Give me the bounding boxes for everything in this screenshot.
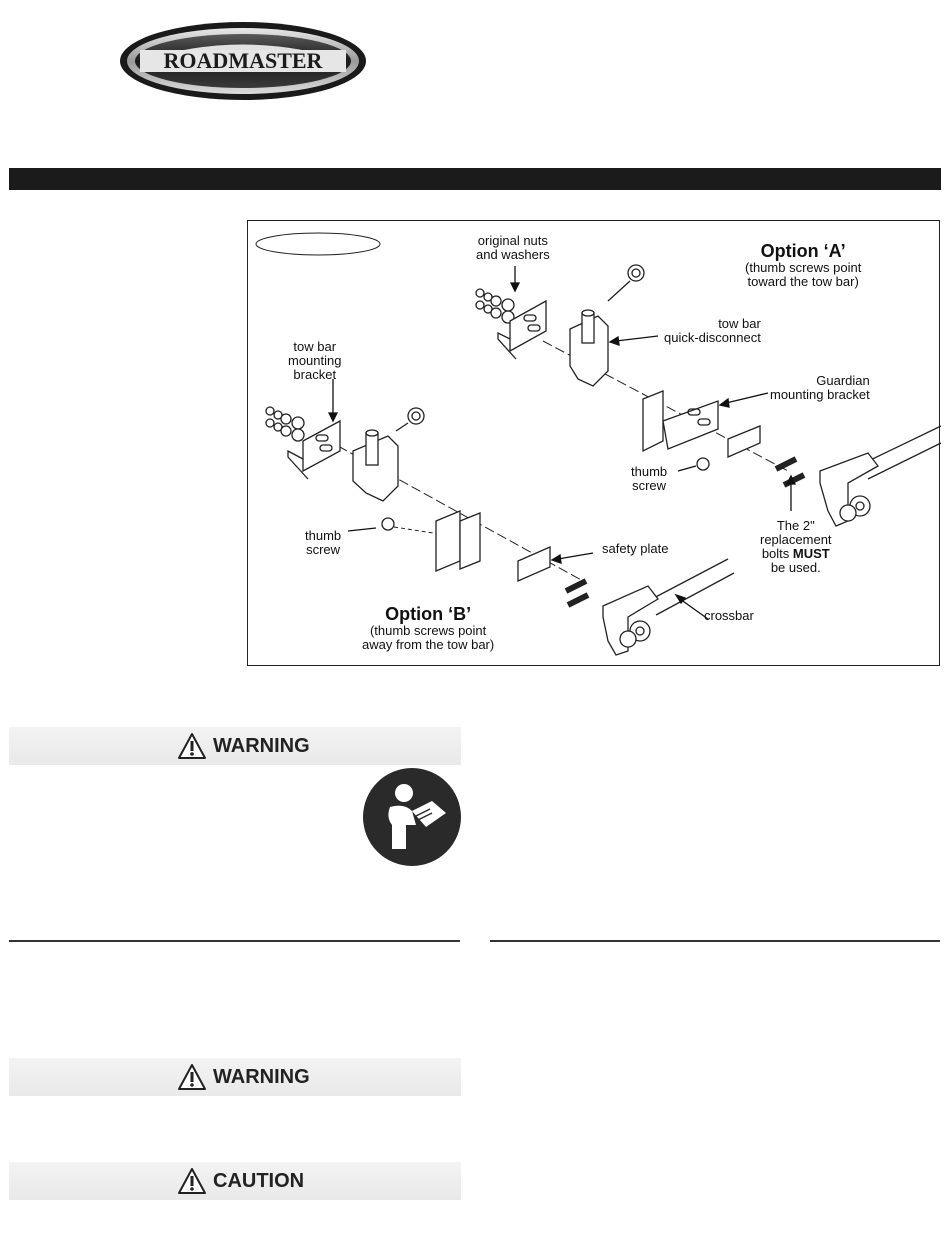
logo-wordmark: ROADMASTER bbox=[164, 48, 324, 73]
option-a-caption: Option ‘A’ (thumb screws point toward th… bbox=[745, 241, 862, 289]
label-thumb-screw-b: thumb screw bbox=[305, 528, 342, 557]
label-safety-plate: safety plate bbox=[602, 541, 669, 556]
warning-triangle-icon bbox=[178, 1064, 206, 1090]
warning-triangle-icon bbox=[178, 733, 206, 759]
label-replacement-bolts: The 2" replacement bolts MUST be used. bbox=[760, 518, 832, 575]
section-divider-left bbox=[9, 940, 460, 942]
label-guardian-bracket: Guardian mounting bracket bbox=[770, 373, 870, 402]
caution-band: CAUTION bbox=[9, 1162, 461, 1200]
label-crossbar: crossbar bbox=[704, 608, 754, 623]
label-thumb-screw-a: thumb screw bbox=[631, 464, 668, 493]
label-towbar-mounting-bracket: tow bar mounting bracket bbox=[288, 339, 342, 382]
roadmaster-logo: ROADMASTER bbox=[118, 20, 368, 102]
section-divider-right bbox=[490, 940, 940, 942]
warning-label-2: WARNING bbox=[213, 1065, 310, 1088]
diagram-drawing bbox=[255, 232, 941, 656]
read-manual-icon bbox=[362, 767, 462, 867]
warning-triangle-icon bbox=[178, 1168, 206, 1194]
warning-band-2: WARNING bbox=[9, 1058, 461, 1096]
section-header-bar bbox=[9, 168, 941, 190]
label-towbar-quick-disconnect: tow bar quick-disconnect bbox=[664, 316, 761, 345]
option-b-caption: Option ‘B’ (thumb screws point away from… bbox=[362, 604, 495, 652]
warning-label-1: WARNING bbox=[213, 734, 310, 757]
caution-label: CAUTION bbox=[213, 1169, 305, 1192]
warning-band-1: WARNING bbox=[9, 727, 461, 765]
